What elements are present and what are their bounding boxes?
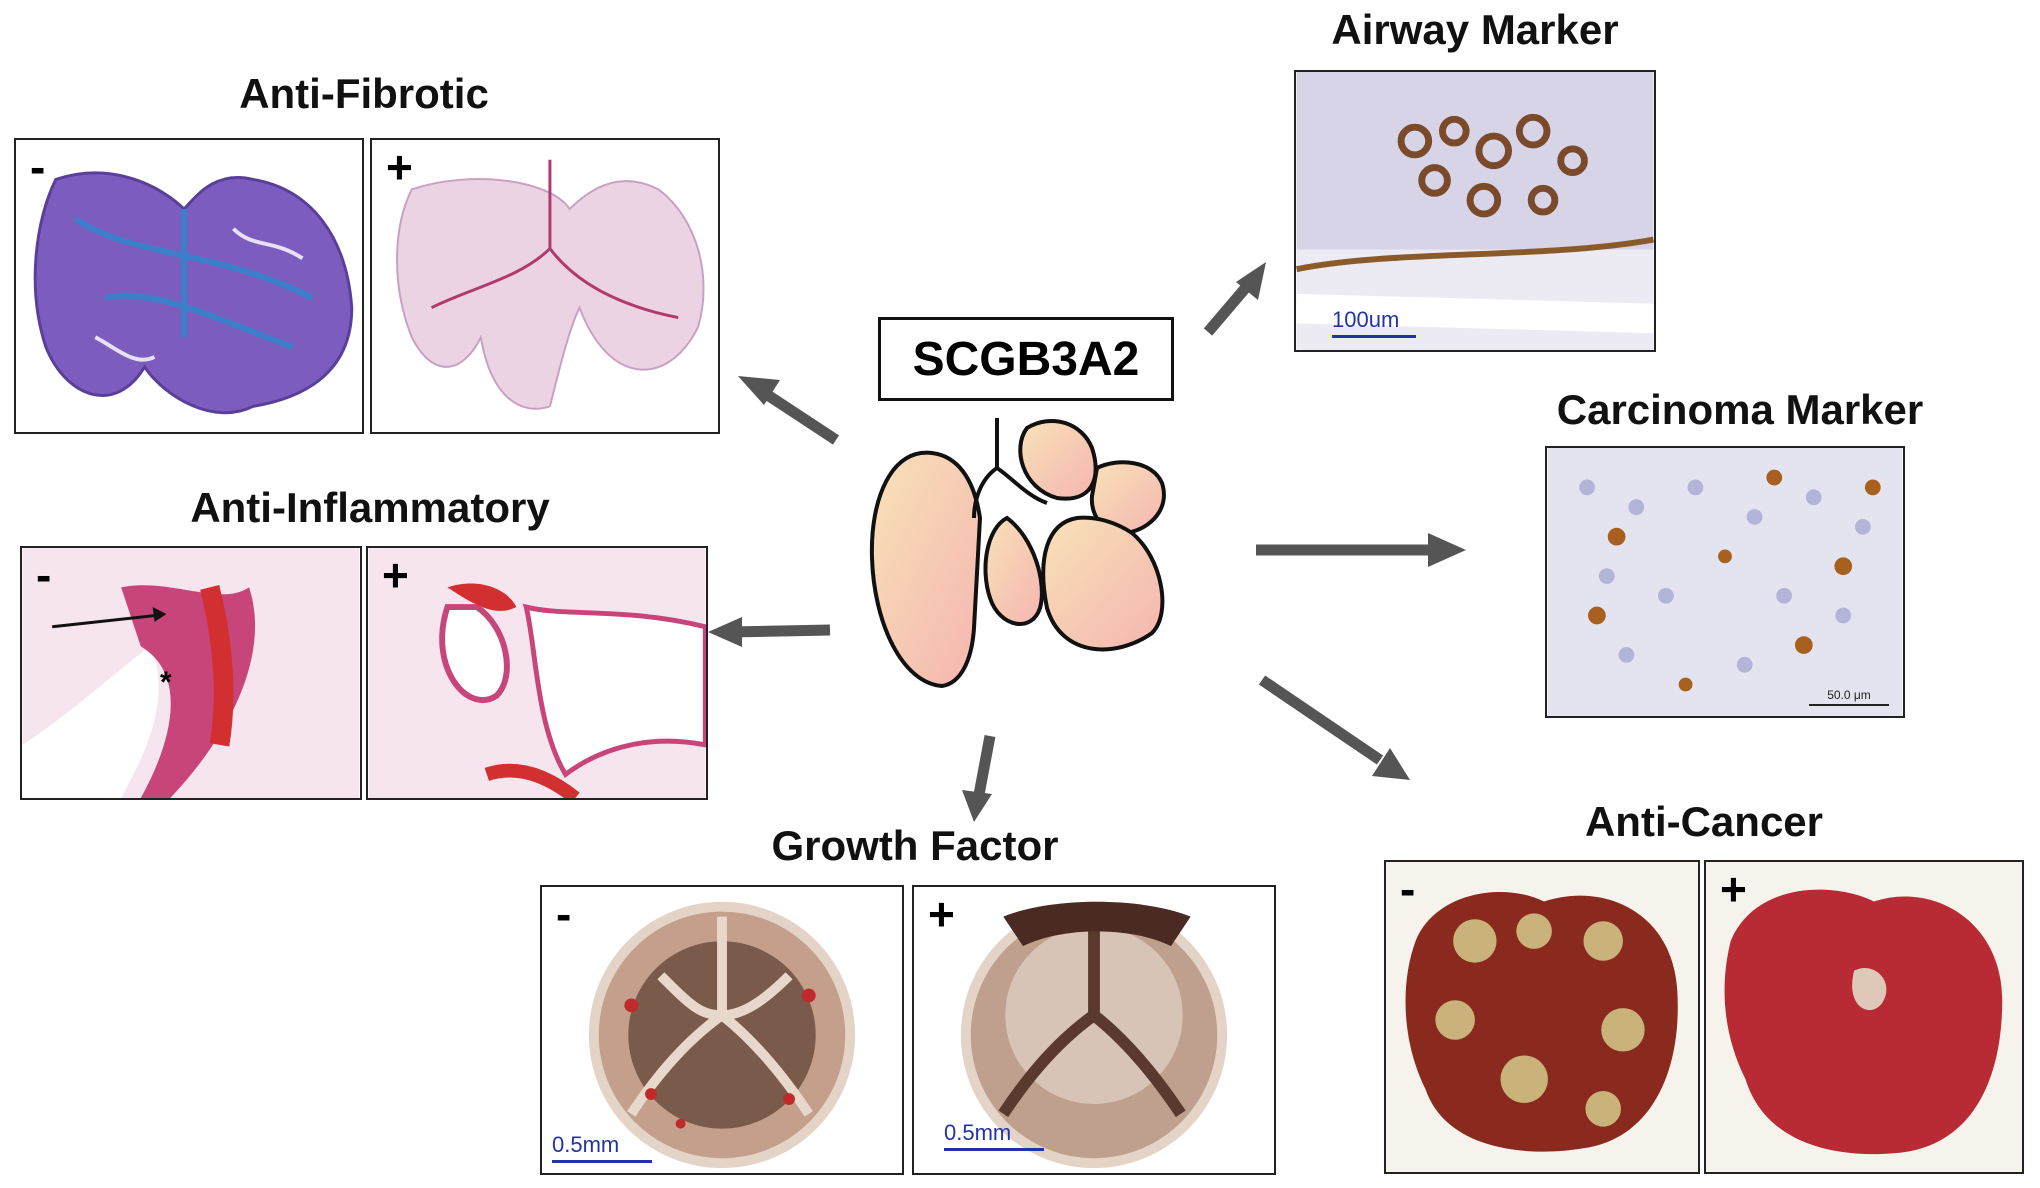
lung-explant-untreated: [588, 901, 856, 1169]
growth-factor-plus-panel: + 0.5mm: [912, 885, 1276, 1175]
anti-fibrotic-minus-panel: -: [14, 138, 364, 434]
airway-marker-panel: 100um: [1294, 70, 1656, 352]
arrowhead-carcinoma-marker: [1428, 533, 1466, 567]
anti-inflammatory-minus-panel: - *: [20, 546, 362, 800]
minus-sign: -: [1400, 863, 1416, 915]
scale-label: 0.5mm: [552, 1132, 620, 1157]
arrowhead-anti-cancer: [1372, 748, 1410, 780]
trichrome-lung-untreated: [33, 171, 354, 415]
anti-fibrotic-title: Anti-Fibrotic: [239, 70, 489, 117]
arrow-to-growth-factor: [972, 734, 996, 802]
scale-bar: 0.5mm: [944, 1120, 1044, 1151]
center-label: SCGB3A2: [912, 332, 1140, 386]
tumor-lung-untreated: [1386, 862, 1698, 1172]
scale-label: 100um: [1332, 307, 1400, 332]
scale-bar: 100um: [1332, 307, 1416, 338]
arrowhead-anti-fibrotic: [738, 376, 780, 405]
scale-bar: 0.5mm: [552, 1132, 652, 1163]
plus-sign: +: [386, 141, 413, 193]
arrowhead-airway-marker: [1236, 262, 1266, 300]
plus-sign: +: [1720, 863, 1747, 915]
arrow-to-anti-inflammatory: [729, 624, 831, 638]
arrow-to-airway-marker: [1203, 281, 1253, 336]
lung-icon: [869, 418, 1166, 689]
airway-marker-title: Airway Marker: [1331, 6, 1619, 53]
ihc-carcinoma-image: [1547, 448, 1903, 716]
carcinoma-marker-title: Carcinoma Marker: [1556, 386, 1924, 433]
anti-cancer-plus-panel: +: [1704, 860, 2024, 1174]
growth-factor-title: Growth Factor: [771, 822, 1059, 869]
plus-sign: +: [382, 549, 409, 601]
asterisk-mark: *: [160, 666, 172, 699]
lung-explant-treated: [960, 901, 1228, 1169]
arrowhead-growth-factor: [962, 790, 992, 822]
scale-bar: 50.0 μm: [1809, 688, 1889, 706]
anti-cancer-title: Anti-Cancer: [1584, 798, 1824, 845]
he-lung-treated: [368, 548, 706, 798]
center-label-box: SCGB3A2: [878, 317, 1174, 401]
he-lung-untreated: [22, 548, 360, 798]
scale-label: 0.5mm: [944, 1120, 1012, 1145]
tumor-lung-treated: [1706, 862, 2022, 1172]
anti-fibrotic-plus-panel: +: [370, 138, 720, 434]
anti-cancer-minus-panel: -: [1384, 860, 1700, 1174]
anti-inflammatory-title: Anti-Inflammatory: [190, 484, 550, 531]
scale-label: 50.0 μm: [1827, 688, 1871, 702]
arrow-to-anti-cancer: [1258, 675, 1384, 765]
anti-inflammatory-plus-panel: +: [366, 546, 708, 800]
plus-sign: +: [928, 888, 955, 940]
minus-sign: -: [30, 141, 46, 193]
arrow-to-anti-fibrotic: [756, 385, 840, 445]
trichrome-lung-treated: [396, 159, 705, 410]
carcinoma-marker-panel: 50.0 μm: [1545, 446, 1905, 718]
minus-sign: -: [556, 888, 572, 940]
ihc-airway-image: [1296, 72, 1654, 350]
arrowhead-anti-inflammatory: [708, 617, 742, 647]
growth-factor-minus-panel: - 0.5mm: [540, 885, 904, 1175]
minus-sign: -: [36, 549, 52, 601]
